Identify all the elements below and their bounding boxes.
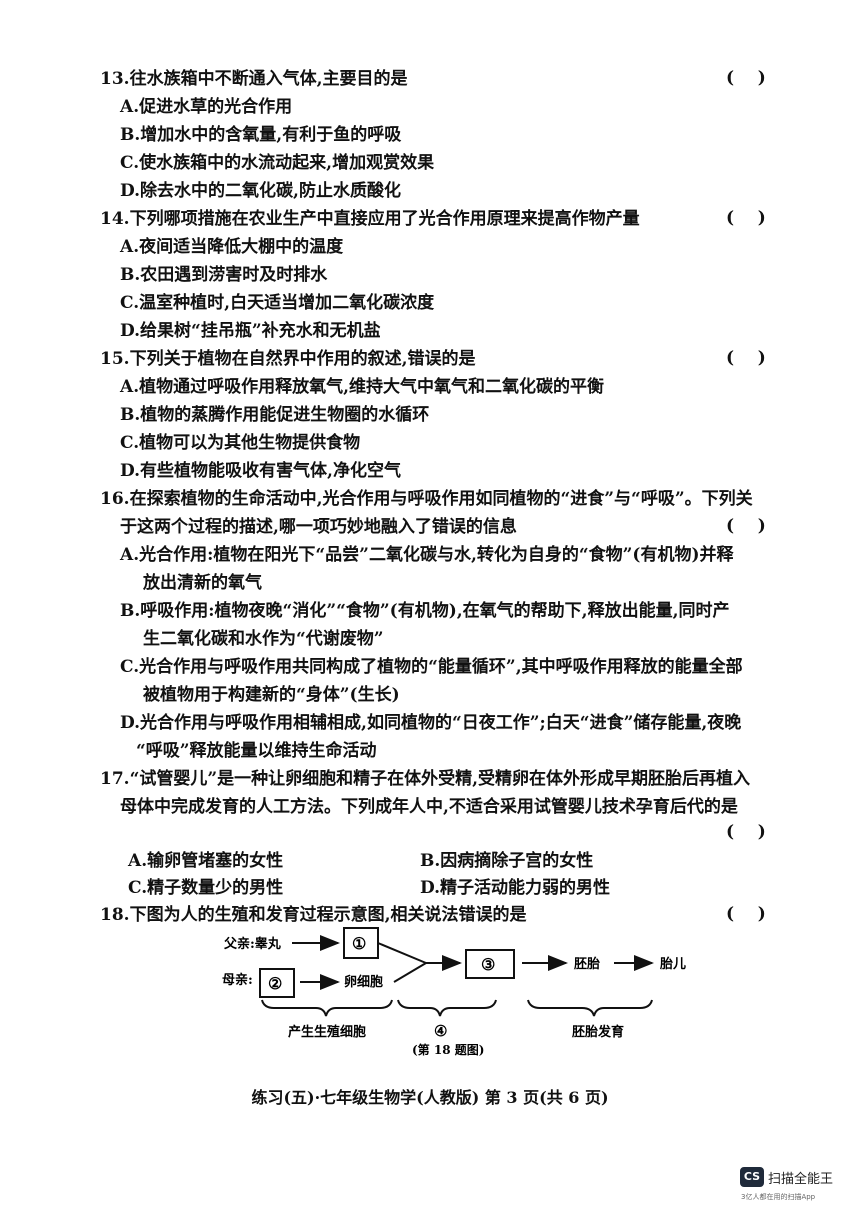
option-d[interactable]: D.除去水中的二氧化碳,防止水质酸化 xyxy=(120,181,401,201)
father-label: 父亲:睾丸 xyxy=(223,936,282,952)
option-b-cont: 生二氧化碳和水作为“代谢废物” xyxy=(143,629,384,649)
page-footer: 练习(五)·七年级生物学(人教版) 第 3 页(共 6 页) xyxy=(251,1088,609,1107)
box-3 xyxy=(465,949,515,979)
box-2 xyxy=(259,968,295,998)
question-stem: 13.往水族箱中不断通入气体,主要目的是 xyxy=(100,69,408,89)
reproduction-diagram: 父亲:睾丸 ① 母亲: ② 卵细胞 ③ 胚胎 胎儿 产生生殖细胞 ④ 胚胎发育 … xyxy=(222,927,686,1057)
figure-caption: (第 18 题图) xyxy=(412,1042,484,1057)
option-a[interactable]: A.夜间适当降低大棚中的温度 xyxy=(120,237,344,257)
camscanner-logo-icon: CS xyxy=(740,1167,764,1187)
answer-blank[interactable]: ( ) xyxy=(726,904,766,924)
answer-blank[interactable]: ( ) xyxy=(726,348,766,368)
brace-right-label: 胚胎发育 xyxy=(572,1024,624,1040)
box-2-label: ② xyxy=(268,974,282,993)
option-c[interactable]: C.使水族箱中的水流动起来,增加观赏效果 xyxy=(120,153,435,173)
option-b[interactable]: B.植物的蒸腾作用能促进生物圈的水循环 xyxy=(120,405,430,425)
brace-left xyxy=(261,999,393,1017)
option-c[interactable]: C.光合作用与呼吸作用共同构成了植物的“能量循环”,其中呼吸作用释放的能量全部 xyxy=(120,657,743,677)
question-stem: 15.下列关于植物在自然界中作用的叙述,错误的是 xyxy=(100,349,476,369)
answer-blank[interactable]: ( ) xyxy=(726,208,766,228)
watermark-title: 扫描全能王 xyxy=(768,1172,834,1187)
brace-left-label: 产生生殖细胞 xyxy=(288,1024,366,1040)
question-stem-line1: 16.在探索植物的生命活动中,光合作用与呼吸作用如同植物的“进食”与“呼吸”。下… xyxy=(100,489,753,509)
option-b[interactable]: B.因病摘除子宫的女性 xyxy=(420,851,594,871)
question-stem-line2: 母体中完成发育的人工方法。下列成年人中,不适合采用试管婴儿技术孕育后代的是 xyxy=(120,797,738,817)
egg-label: 卵细胞 xyxy=(344,974,383,990)
option-a-cont: 放出清新的氧气 xyxy=(143,573,262,593)
option-d[interactable]: D.光合作用与呼吸作用相辅相成,如同植物的“日夜工作”;白天“进食”储存能量,夜… xyxy=(120,713,742,733)
answer-blank[interactable]: ( ) xyxy=(726,68,766,88)
question-stem: 18.下图为人的生殖和发育过程示意图,相关说法错误的是 xyxy=(100,905,527,925)
option-a[interactable]: A.输卵管堵塞的女性 xyxy=(128,851,284,871)
brace-mid xyxy=(397,999,497,1017)
answer-blank[interactable]: ( ) xyxy=(726,516,766,536)
option-b[interactable]: B.呼吸作用:植物夜晚“消化”“食物”(有机物),在氧气的帮助下,释放出能量,同… xyxy=(120,601,730,621)
option-c[interactable]: C.植物可以为其他生物提供食物 xyxy=(120,433,361,453)
question-stem-line1: 17.“试管婴儿”是一种让卵细胞和精子在体外受精,受精卵在体外形成早期胚胎后再植… xyxy=(100,769,751,789)
option-c[interactable]: C.精子数量少的男性 xyxy=(128,878,284,898)
answer-blank[interactable]: ( ) xyxy=(726,822,766,842)
option-d-cont: “呼吸”释放能量以维持生命活动 xyxy=(136,741,377,761)
mother-label: 母亲: xyxy=(222,972,253,988)
option-c[interactable]: C.温室种植时,白天适当增加二氧化碳浓度 xyxy=(120,293,435,313)
option-b[interactable]: B.农田遇到涝害时及时排水 xyxy=(120,265,328,285)
box-1-label: ① xyxy=(352,934,366,953)
watermark-subtitle: 3亿人都在用的扫描App xyxy=(741,1193,816,1201)
brace-right xyxy=(527,999,653,1017)
option-d[interactable]: D.给果树“挂吊瓶”补充水和无机盐 xyxy=(120,321,381,341)
embryo-label: 胚胎 xyxy=(574,956,600,972)
option-a[interactable]: A.促进水草的光合作用 xyxy=(120,97,293,117)
box-3-label: ③ xyxy=(481,955,495,974)
question-stem: 14.下列哪项措施在农业生产中直接应用了光合作用原理来提高作物产量 xyxy=(100,209,640,229)
option-a[interactable]: A.光合作用:植物在阳光下“品尝”二氧化碳与水,转化为自身的“食物”(有机物)并… xyxy=(120,545,734,565)
option-d[interactable]: D.精子活动能力弱的男性 xyxy=(420,878,611,898)
question-stem-line2: 于这两个过程的描述,哪一项巧妙地融入了错误的信息 xyxy=(120,517,517,537)
option-d[interactable]: D.有些植物能吸收有害气体,净化空气 xyxy=(120,461,401,481)
brace-mid-label: ④ xyxy=(434,1022,447,1040)
option-c-cont: 被植物用于构建新的“身体”(生长) xyxy=(143,685,400,705)
option-a[interactable]: A.植物通过呼吸作用释放氧气,维持大气中氧气和二氧化碳的平衡 xyxy=(120,377,605,397)
option-b[interactable]: B.增加水中的含氧量,有利于鱼的呼吸 xyxy=(120,125,402,145)
fetus-label: 胎儿 xyxy=(660,956,686,972)
